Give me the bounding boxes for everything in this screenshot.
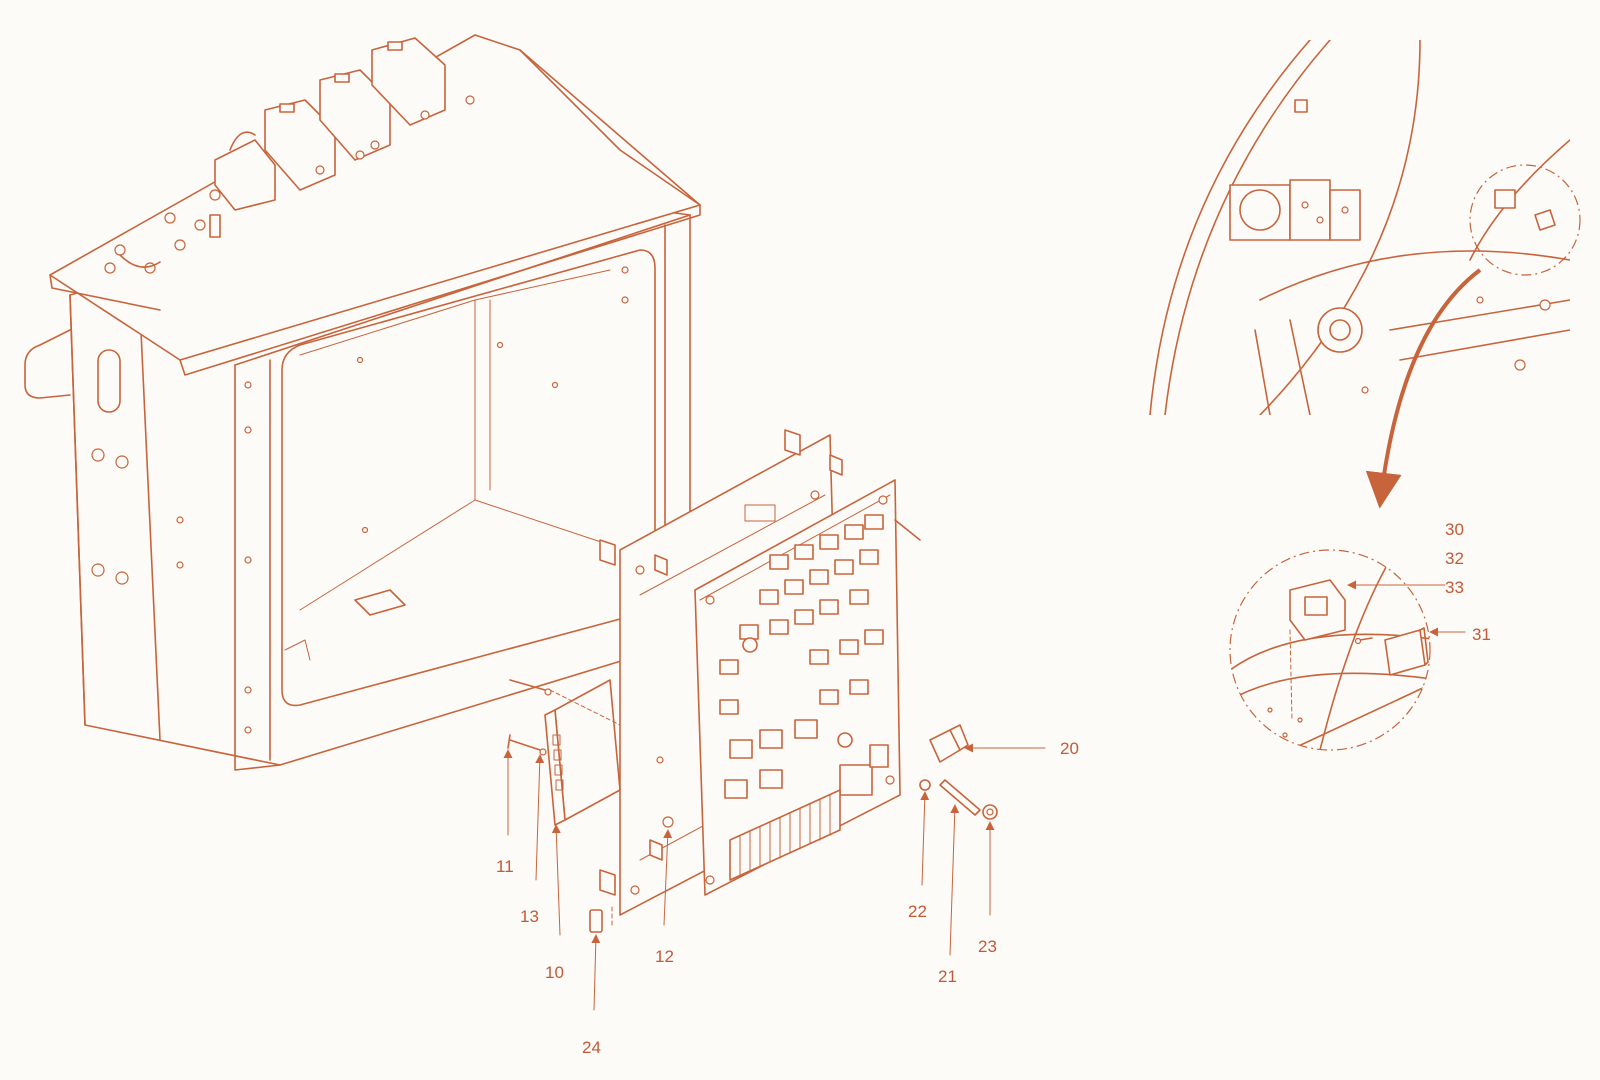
cover-plate	[1384, 627, 1429, 676]
label-part-13: 13	[520, 907, 539, 926]
detail-view-top	[1149, 40, 1570, 415]
part-labels: 11 13 10 12 24 20 22 21 23 30 32 33 31	[496, 520, 1491, 1057]
label-part-20: 20	[1060, 739, 1079, 758]
box-housing	[1289, 579, 1346, 641]
label-part-30: 30	[1445, 520, 1464, 539]
circuit-board	[694, 479, 921, 896]
connector-housings	[214, 37, 475, 211]
label-part-10: 10	[545, 963, 564, 982]
connector-block	[544, 679, 621, 826]
label-part-21: 21	[938, 967, 957, 986]
label-part-33: 33	[1445, 578, 1464, 597]
detail-view-circle	[1229, 549, 1431, 751]
leader-lines	[503, 580, 1466, 1011]
label-part-23: 23	[978, 937, 997, 956]
label-part-11: 11	[496, 857, 514, 876]
label-part-12: 12	[655, 947, 674, 966]
screws-left	[507, 679, 621, 756]
clip-part	[589, 904, 613, 933]
connector-plug	[929, 724, 969, 763]
label-part-24: 24	[582, 1038, 601, 1057]
label-part-32: 32	[1445, 549, 1464, 568]
detail-arrow	[1365, 268, 1482, 509]
terminal-strip	[729, 789, 841, 881]
detail-callout-circle-small	[1469, 164, 1581, 276]
label-part-22: 22	[908, 902, 927, 921]
standoff-hardware	[919, 779, 998, 820]
label-part-31: 31	[1472, 625, 1491, 644]
